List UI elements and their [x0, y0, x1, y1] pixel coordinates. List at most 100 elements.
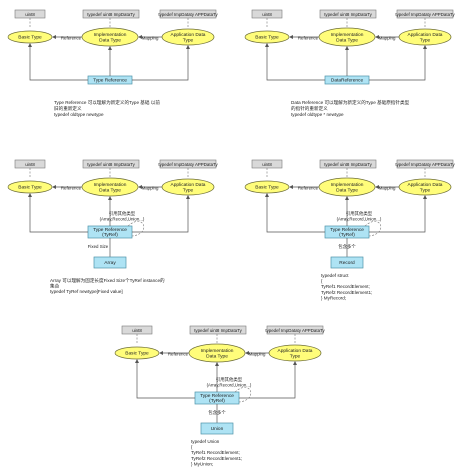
- reference-label: Reference: [298, 186, 319, 191]
- reference-label: Reference: [61, 186, 82, 191]
- basic-type-label: Basic Type: [255, 35, 279, 41]
- description-line: TyRef1 RecordElement;: [191, 450, 240, 455]
- app-typedef-box-label: typedef ImpDataty APPDataTy: [265, 328, 325, 333]
- description-line: {: [321, 279, 323, 284]
- type-reference-label-1: Type Reference: [330, 227, 364, 233]
- impl-typedef-box: [319, 159, 377, 169]
- implementation-type-label-2: Data Type: [336, 188, 358, 194]
- basic-type-label: Basic Type: [255, 185, 279, 191]
- application-type-label-1: Application Data: [408, 32, 443, 38]
- description-line: TyRef2 RecordElement1;: [191, 456, 242, 461]
- basic-type-label: Basic Type: [18, 185, 42, 191]
- implementation-type-label-1: Implementation: [331, 182, 364, 188]
- arrow-head: [186, 45, 190, 49]
- description-line: TyRef2 RecordElement1;: [321, 290, 372, 295]
- impl-typedef-box: [319, 9, 377, 19]
- arrow-head: [245, 351, 249, 355]
- application-type-label-1: Application Data: [171, 32, 206, 38]
- arrow-head: [265, 43, 269, 47]
- self-reference-connector: [127, 221, 145, 237]
- to-app-connector: [132, 199, 189, 233]
- arrow-head: [135, 359, 139, 363]
- type-reference-label-1: Type Reference: [93, 227, 127, 233]
- description-line: Array 可以理解为固定长度Fixed Size个TyRef instance…: [50, 277, 165, 284]
- implementation-type-label-2: Data Type: [99, 188, 121, 194]
- impl-typedef-box-label: typedef uint8 ImpDataTy: [324, 12, 372, 17]
- app-typedef-box-label: typedef ImpDataty APPDataTy: [395, 162, 455, 167]
- description-line: typedef oldtype newtype: [54, 112, 104, 117]
- ref-note-line-2: (Array,Record,Union...): [100, 217, 145, 222]
- reference-label: Reference: [298, 36, 319, 41]
- ref-note-line-2: (Array,Record,Union...): [337, 217, 382, 222]
- implementation-type-label-1: Implementation: [331, 32, 364, 38]
- description-line: typedef struct: [321, 273, 349, 278]
- impl-typedef-box: [82, 9, 140, 19]
- to-basic-connector: [266, 47, 325, 81]
- reference-label: Reference: [61, 36, 82, 41]
- description-line: 的指针的重新定义: [291, 105, 328, 112]
- basic-type-label: Basic Type: [125, 351, 149, 357]
- self-reference-connector: [234, 387, 252, 403]
- description-line: Data Reference 可以理解为新定义的Type 基础原指针类型: [291, 99, 410, 106]
- to-app-connector: [369, 49, 426, 81]
- arrow-head: [52, 35, 56, 39]
- description-line: } MyRecord;: [321, 295, 346, 300]
- implementation-type-label-1: Implementation: [201, 348, 234, 354]
- arrow-head: [423, 45, 427, 49]
- application-type-label-1: Application Data: [408, 182, 443, 188]
- type-reference-label-2: (TyRef): [209, 398, 225, 404]
- application-type-label-1: Application Data: [278, 348, 313, 354]
- reference-label: Reference: [168, 352, 189, 357]
- app-typedef-box-label: typedef ImpDataty APPDataTy: [395, 12, 455, 17]
- mapping-label: Mapping: [379, 36, 396, 41]
- application-type-label-2: Type: [420, 188, 431, 194]
- to-basic-connector: [266, 197, 325, 233]
- application-type-label-2: Type: [290, 354, 301, 360]
- application-type-label-1: Application Data: [171, 182, 206, 188]
- uint8-box-label: uint8: [262, 162, 272, 167]
- implementation-type-label-2: Data Type: [336, 38, 358, 44]
- mapping-label: Mapping: [142, 186, 159, 191]
- child-connector-label: 包含多个: [208, 409, 226, 416]
- ref-note-line-1: 引用其他类型: [216, 376, 243, 383]
- impl-typedef-box-label: typedef uint8 ImpDataTy: [194, 328, 242, 333]
- arrow-head: [186, 195, 190, 199]
- to-app-connector: [239, 365, 296, 399]
- description-line: TyRef1 RecordElement;: [321, 284, 370, 289]
- uint8-box-label: uint8: [262, 12, 272, 17]
- description-line: 集合: [50, 283, 60, 290]
- app-typedef-box-label: typedef ImpDataty APPDataTy: [158, 12, 218, 17]
- ref-note-line-2: (Array,Record,Union...): [207, 383, 252, 388]
- mapping-label: Mapping: [142, 36, 159, 41]
- uint8-box-label: uint8: [132, 328, 142, 333]
- implementation-type-label-2: Data Type: [99, 38, 121, 44]
- arrow-head: [52, 185, 56, 189]
- to-basic-connector: [136, 363, 195, 399]
- type-reference-label-1: Type Reference: [200, 393, 234, 399]
- description-line: Type Reference 可以理解为新定义的Type 基础 以前: [54, 99, 160, 106]
- arrow-head: [345, 196, 349, 200]
- arrow-head: [289, 185, 293, 189]
- to-basic-connector: [29, 197, 88, 233]
- impl-typedef-box-label: typedef uint8 ImpDataTy: [87, 12, 135, 17]
- arrow-head: [28, 43, 32, 47]
- type-reference-label: DataReference: [331, 78, 364, 84]
- ref-note-line-1: 引用其他类型: [109, 210, 136, 217]
- impl-typedef-box-label: typedef uint8 ImpDataTy: [87, 162, 135, 167]
- to-basic-connector: [29, 47, 88, 81]
- child-connector-label: Fixed Size: [88, 244, 109, 249]
- child-type-box: [200, 422, 234, 435]
- type-reference-label-2: (TyRef): [339, 232, 355, 238]
- arrow-head: [289, 35, 293, 39]
- app-typedef-box-label: typedef ImpDataty APPDataTy: [158, 162, 218, 167]
- arrow-head: [215, 362, 219, 366]
- arrow-head: [108, 46, 112, 50]
- impl-typedef-box: [82, 159, 140, 169]
- application-type-label-2: Type: [183, 38, 194, 44]
- arrow-head: [108, 196, 112, 200]
- arrow-head: [375, 35, 379, 39]
- arrow-head: [375, 185, 379, 189]
